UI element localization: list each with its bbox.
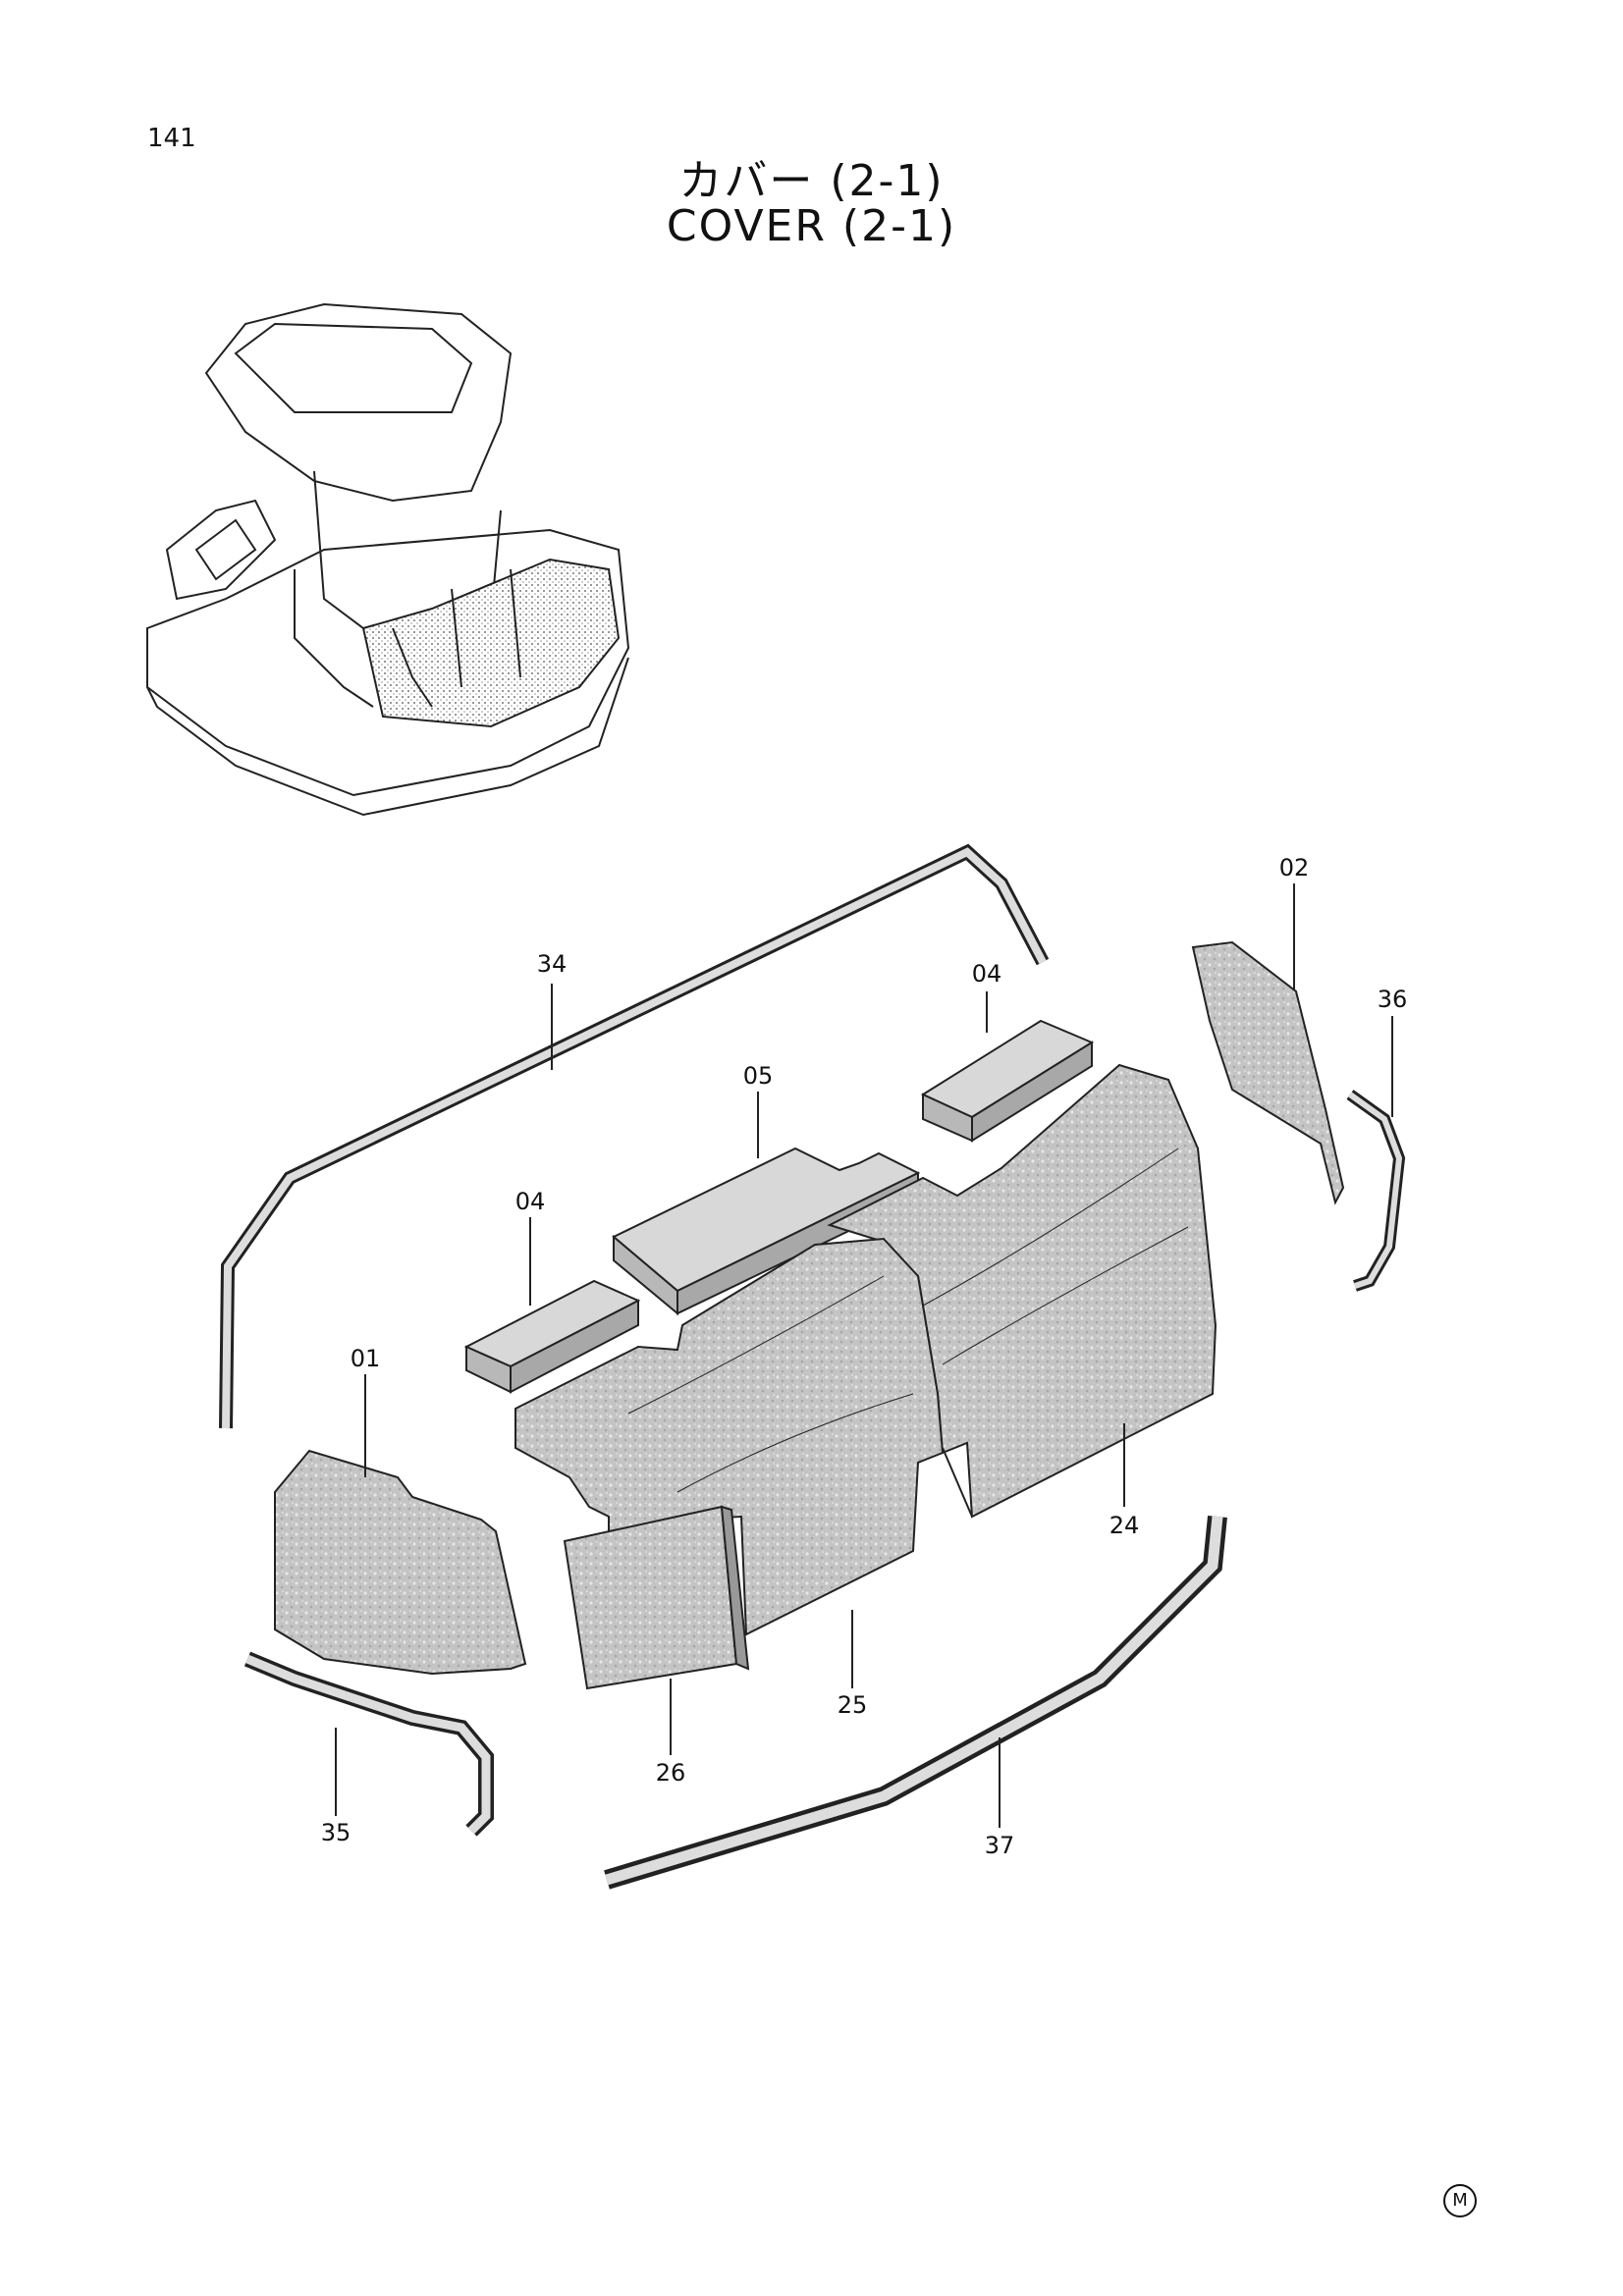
part-05-notched-block (612, 1147, 921, 1316)
callout-04-lower: 04 (515, 1188, 546, 1215)
callout-25: 25 (838, 1691, 868, 1719)
machine-overview-illustration (146, 302, 630, 817)
title-english: COVER (2-1) (666, 201, 957, 251)
part-26-small-pad (563, 1505, 750, 1690)
callout-36: 36 (1378, 986, 1408, 1013)
callout-24: 24 (1109, 1512, 1140, 1539)
callout-02: 02 (1279, 854, 1310, 881)
callout-05: 05 (743, 1062, 774, 1090)
callout-01: 01 (351, 1345, 381, 1372)
part-04-upper-block (920, 1019, 1095, 1143)
part-25-center-insulation (514, 1237, 945, 1636)
part-35-lower-seal (243, 1651, 494, 1837)
model-mark-circle: M (1443, 2184, 1477, 2217)
part-37-bottom-seal (604, 1516, 1227, 1890)
callout-26: 26 (656, 1759, 686, 1787)
part-02-side-panel (1191, 940, 1345, 1205)
callout-34: 34 (537, 950, 568, 978)
callout-35: 35 (321, 1819, 352, 1846)
title-japanese: カバー (2-1) (678, 156, 945, 206)
page-number: 141 (147, 124, 196, 153)
callout-37: 37 (985, 1832, 1015, 1859)
part-04-lower-block (463, 1279, 641, 1394)
leader-lines (335, 883, 1393, 1828)
part-01-left-panel (274, 1449, 527, 1676)
part-36-strip-seal (1346, 1090, 1406, 1292)
part-34-top-seal (219, 843, 1050, 1429)
callout-04-upper: 04 (972, 960, 1002, 988)
